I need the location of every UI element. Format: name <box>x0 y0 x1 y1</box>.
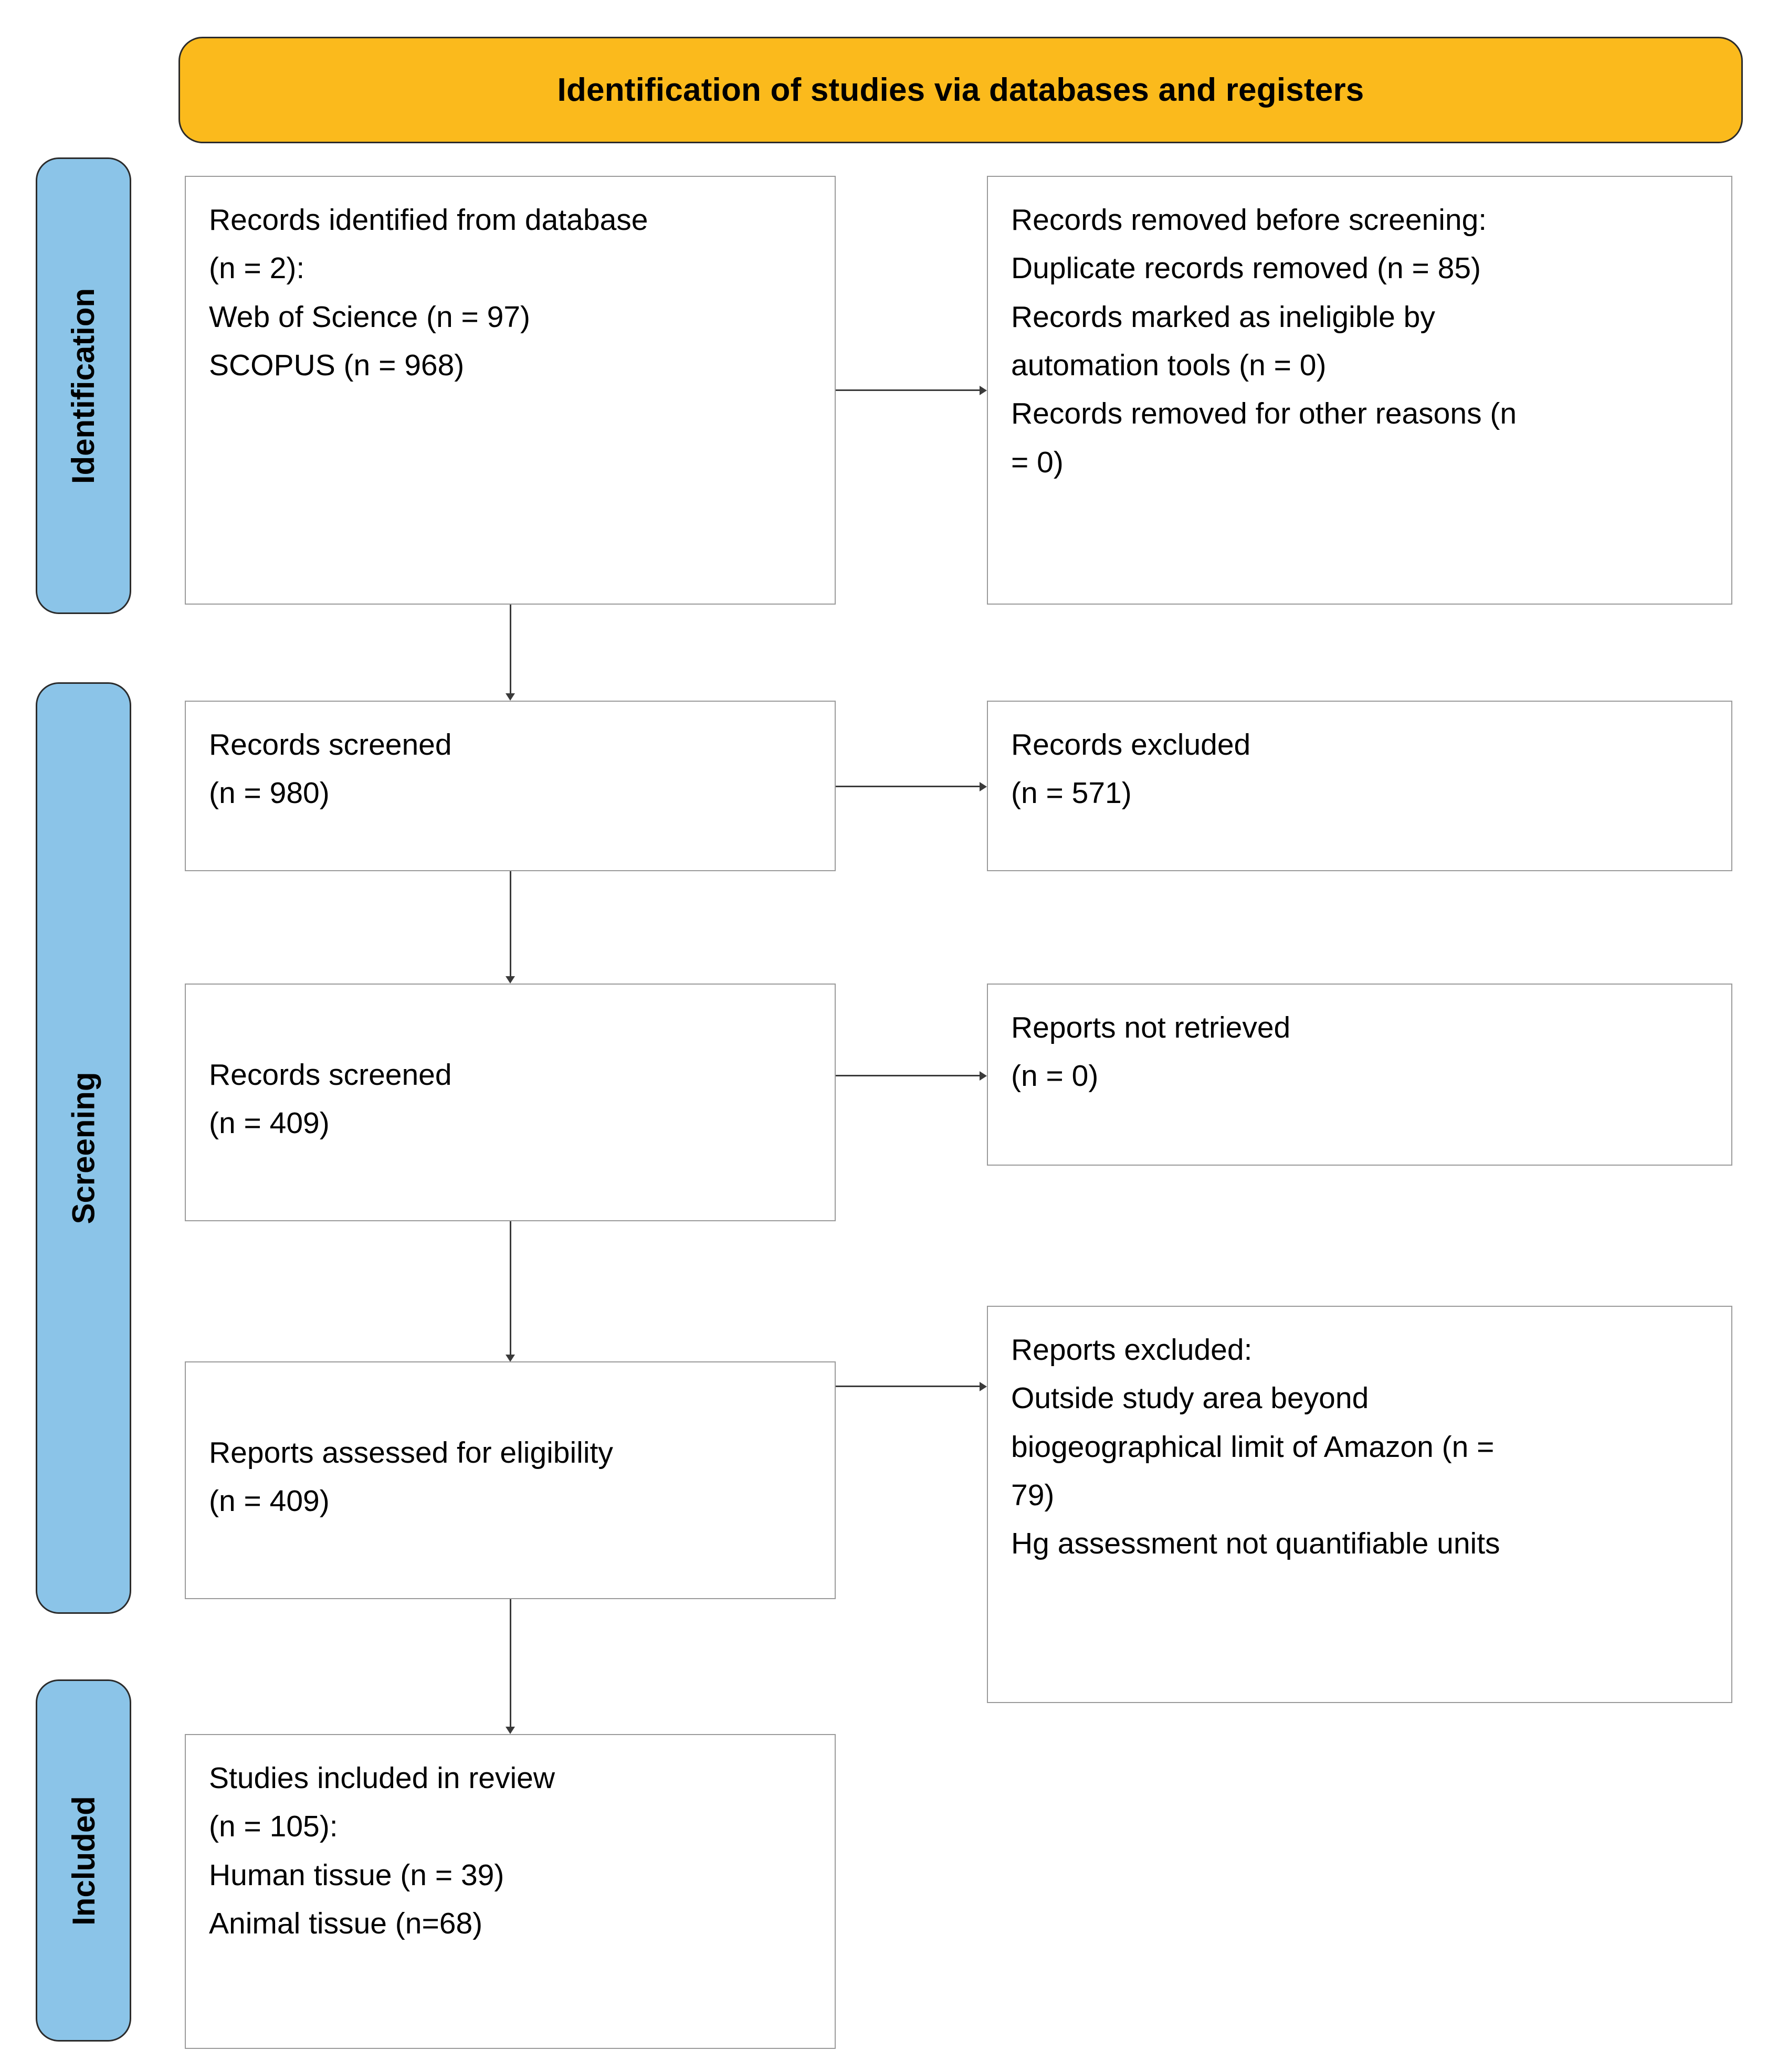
box-records-removed-before-screening: Records removed before screening: Duplic… <box>987 176 1732 605</box>
box-line: Web of Science (n = 97) <box>209 300 531 334</box>
box-line: Reports not retrieved <box>1011 1011 1291 1044</box>
connector-identified-to-screened1 <box>510 605 511 693</box>
box-line: Records removed for other reasons (n <box>1011 397 1517 431</box>
box-records-screened-1: Records screened (n = 980) <box>185 701 836 871</box>
connector-identified-to-removed <box>836 389 980 391</box>
box-line: Reports excluded: <box>1011 1333 1253 1367</box>
box-line: Records removed before screening: <box>1011 203 1487 237</box>
connector-screened2-to-assessed <box>510 1221 511 1355</box>
box-line: Studies included in review <box>209 1761 555 1795</box>
stage-bar-identification: Identification <box>36 157 131 614</box>
arrow-screened2-to-assessed <box>506 1355 515 1362</box>
box-line: 79) <box>1011 1478 1055 1512</box>
box-line: (n = 0) <box>1011 1059 1099 1093</box>
box-records-identified: Records identified from database (n = 2)… <box>185 176 836 605</box>
stage-bar-screening: Screening <box>36 682 131 1614</box>
stage-label-identification: Identification <box>66 288 101 484</box>
connector-screened1-to-excluded <box>836 786 980 787</box>
box-line: Outside study area beyond <box>1011 1381 1369 1415</box>
box-line: (n = 105): <box>209 1810 338 1844</box>
box-line: automation tools (n = 0) <box>1011 348 1327 382</box>
box-line: Human tissue (n = 39) <box>209 1858 504 1892</box>
box-reports-excluded: Reports excluded: Outside study area bey… <box>987 1306 1732 1703</box>
box-records-screened-2: Records screened (n = 409) <box>185 984 836 1221</box>
box-line: Animal tissue (n=68) <box>209 1906 483 1940</box>
connector-screened1-to-screened2 <box>510 871 511 976</box>
diagram-banner: Identification of studies via databases … <box>178 37 1743 143</box>
box-line: = 0) <box>1011 445 1064 479</box>
box-line: (n = 2): <box>209 251 305 286</box>
box-line: Hg assessment not quantifiable units <box>1011 1527 1500 1561</box>
arrow-identified-to-screened1 <box>506 693 515 701</box>
connector-screened2-to-notretrieved <box>836 1075 980 1076</box>
box-line: Duplicate records removed (n = 85) <box>1011 251 1481 286</box>
stage-label-screening: Screening <box>66 1072 101 1224</box>
stage-bar-included: Included <box>36 1679 131 2042</box>
box-line: SCOPUS (n = 968) <box>209 348 465 382</box>
box-line: (n = 409) <box>209 1484 330 1518</box>
box-records-excluded: Records excluded (n = 571) <box>987 701 1732 871</box>
box-line: biogeographical limit of Amazon (n = <box>1011 1430 1495 1464</box>
box-line: Records identified from database <box>209 203 648 237</box>
box-line: (n = 409) <box>209 1106 330 1140</box>
arrow-screened2-to-notretrieved <box>980 1071 987 1081</box>
arrow-screened1-to-screened2 <box>506 976 515 984</box>
box-reports-not-retrieved: Reports not retrieved (n = 0) <box>987 984 1732 1166</box>
stage-label-included: Included <box>66 1795 101 1926</box>
arrow-screened1-to-excluded <box>980 782 987 791</box>
box-reports-assessed-for-eligibility: Reports assessed for eligibility (n = 40… <box>185 1361 836 1599</box>
arrow-assessed-to-included <box>506 1727 515 1734</box>
arrow-identified-to-removed <box>980 386 987 395</box>
box-line: Records excluded <box>1011 728 1251 762</box>
connector-assessed-to-reportsexcluded <box>836 1386 980 1387</box>
arrow-assessed-to-reportsexcluded <box>980 1382 987 1391</box>
banner-title: Identification of studies via databases … <box>557 72 1364 108</box>
box-line: (n = 980) <box>209 776 330 810</box>
connector-assessed-to-included <box>510 1599 511 1727</box>
box-studies-included-in-review: Studies included in review (n = 105): Hu… <box>185 1734 836 2049</box>
box-line: Records marked as ineligible by <box>1011 300 1435 334</box>
box-line: Records screened <box>209 728 452 762</box>
box-line: (n = 571) <box>1011 776 1132 810</box>
box-line: Reports assessed for eligibility <box>209 1436 613 1470</box>
box-line: Records screened <box>209 1058 452 1092</box>
